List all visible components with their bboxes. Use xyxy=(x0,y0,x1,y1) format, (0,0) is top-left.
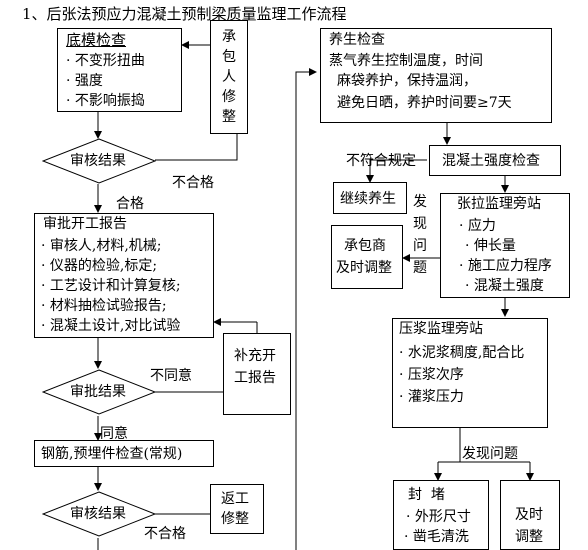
contractor-adjust-line: 及时调整 xyxy=(336,260,392,276)
concrete-strength-check-box: 混凝土强度检查 xyxy=(429,145,561,176)
approval-item: · 混凝土设计,对比试验 xyxy=(41,318,181,334)
grouting-item: · 压浆次序 xyxy=(399,367,464,383)
tension-item: · 伸长量 xyxy=(465,238,516,254)
found-problem-char: 现 xyxy=(413,216,427,232)
curing-line: 蒸气养生控制温度，时间 xyxy=(329,53,483,69)
review1-pass-label: 合格 xyxy=(116,196,144,212)
review2-fail-label: 不合格 xyxy=(144,526,186,542)
grouting-supervision-box: 压浆监理旁站 · 水泥浆稠度,配合比 · 压浆次序 · 灌浆压力 xyxy=(392,318,548,428)
approval-title: 审批开工报告 xyxy=(43,216,127,232)
approval-item: · 材料抽检试验报告; xyxy=(41,298,167,314)
review2-label: 审核结果 xyxy=(70,506,126,522)
sealing-box: 封 堵 · 外形尺寸 · 凿毛清洗 xyxy=(393,480,489,550)
review2-diamond xyxy=(42,491,156,537)
approval-result-label: 审批结果 xyxy=(70,384,126,400)
tension-title: 张拉监理旁站 xyxy=(457,196,541,212)
approval-item: · 工艺设计和计算复核; xyxy=(41,278,181,294)
bottom-formwork-inspection-box: 底模检查 · 不变形扭曲 · 强度 · 不影响振捣 xyxy=(57,28,182,112)
timely-adjust-line: 调整 xyxy=(515,529,543,545)
approval-agree-label: 同意 xyxy=(100,426,128,442)
approval-item: · 审核人,材料,机械; xyxy=(41,238,162,254)
approval-disagree-label: 不同意 xyxy=(150,368,192,384)
strength-check-label: 混凝土强度检查 xyxy=(442,153,540,169)
rework-box: 返工 修整 xyxy=(210,484,264,534)
curing-line: 避免日晒，养护时间要≥7天 xyxy=(337,95,512,111)
approval-item: · 仪器的检验,标定; xyxy=(41,258,158,274)
found-problem-char: 问 xyxy=(413,238,427,254)
continue-curing-box: 继续养生 xyxy=(333,182,407,214)
page-title: 1、后张法预应力混凝土预制梁质量监理工作流程 xyxy=(22,5,347,23)
tension-item: · 施工应力程序 xyxy=(459,258,552,274)
contractor-fix-char: 承 xyxy=(222,29,236,45)
contractor-fix-box: 承 包 人 修 整 xyxy=(210,20,248,134)
timely-adjust-line: 及时 xyxy=(515,507,543,523)
contractor-adjust-line: 承包商 xyxy=(344,238,386,254)
supplement-line: 工报告 xyxy=(234,370,276,386)
contractor-adjust-box: 承包商 及时调整 xyxy=(331,225,403,289)
tension-item: · 应力 xyxy=(459,218,496,234)
tensioning-supervision-box: 张拉监理旁站 · 应力 · 伸长量 · 施工应力程序 · 混凝土强度 xyxy=(440,193,570,298)
non-compliant-label: 不符合规定 xyxy=(346,153,416,169)
inspection-item: · 不影响振捣 xyxy=(66,93,145,109)
tension-item: · 混凝土强度 xyxy=(465,278,544,294)
found-problem-label: 发现问题 xyxy=(462,446,518,462)
review1-label: 审核结果 xyxy=(70,153,126,169)
supplement-line: 补充开 xyxy=(234,348,276,364)
grouting-item: · 灌浆压力 xyxy=(399,389,464,405)
curing-line: 麻袋养护，保持温润， xyxy=(337,73,477,89)
found-problem-char: 发 xyxy=(413,194,427,210)
inspection-item: · 强度 xyxy=(66,73,103,89)
approval-result-diamond xyxy=(42,369,156,415)
sealing-item: · 外形尺寸 xyxy=(406,509,471,525)
supplement-report-box: 补充开 工报告 xyxy=(223,333,291,415)
review1-fail-label: 不合格 xyxy=(172,175,214,191)
timely-adjust-box: 及时 调整 xyxy=(500,480,560,550)
found-problem-char: 题 xyxy=(413,260,427,276)
review1-diamond xyxy=(42,138,156,184)
rework-line: 修整 xyxy=(221,511,249,527)
rebar-check-label: 钢筋,预埋件检查(常规) xyxy=(41,446,183,462)
inspection-item: · 不变形扭曲 xyxy=(66,53,145,69)
curing-inspection-box: 养生检查 蒸气养生控制温度，时间 麻袋养护，保持温润， 避免日晒，养护时间要≥7… xyxy=(320,28,552,123)
contractor-fix-char: 包 xyxy=(222,49,236,65)
grouting-title: 压浆监理旁站 xyxy=(399,321,483,337)
sealing-item: · 凿毛清洗 xyxy=(404,529,469,545)
sealing-title: 封 堵 xyxy=(408,487,445,503)
continue-curing-label: 继续养生 xyxy=(340,191,396,207)
contractor-fix-char: 整 xyxy=(222,109,236,125)
contractor-fix-char: 修 xyxy=(222,89,236,105)
grouting-item: · 水泥浆稠度,配合比 xyxy=(399,345,525,361)
curing-title: 养生检查 xyxy=(329,32,385,48)
rework-line: 返工 xyxy=(221,491,249,507)
contractor-fix-char: 人 xyxy=(222,69,236,85)
rebar-embedded-check-box: 钢筋,预埋件检查(常规) xyxy=(34,440,214,467)
inspection-title: 底模检查 xyxy=(66,31,127,49)
work-start-approval-box: 审批开工报告 · 审核人,材料,机械; · 仪器的检验,标定; · 工艺设计和计… xyxy=(34,213,214,338)
